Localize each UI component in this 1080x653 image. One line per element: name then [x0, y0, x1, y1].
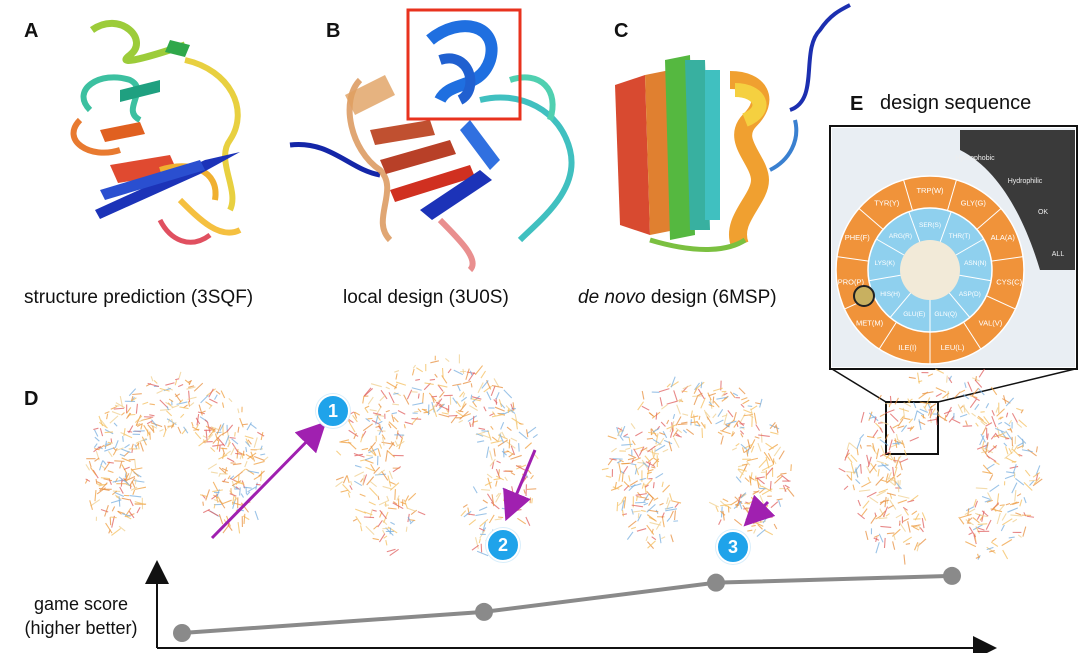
wheel-center	[900, 240, 960, 300]
score-point-2	[475, 602, 493, 621]
residue-option-outer[interactable]: LEU(L)	[941, 343, 965, 352]
wheel-sidebar	[960, 130, 1075, 270]
sidebar-option[interactable]: OK	[1038, 209, 1048, 216]
residue-option-outer[interactable]: TYR(Y)	[874, 199, 900, 208]
residue-option-inner[interactable]: ARG(R)	[889, 233, 912, 240]
panel-d-letter: D	[24, 388, 39, 410]
score-point-3	[707, 573, 725, 592]
residue-option-outer[interactable]: TRP(W)	[916, 186, 944, 195]
residue-option-outer[interactable]: VAL(V)	[979, 318, 1003, 327]
residue-option-outer[interactable]: PRO(P)	[838, 277, 865, 286]
selected-residue-icon[interactable]	[853, 285, 875, 307]
residue-option-inner[interactable]: ASN(N)	[964, 260, 986, 267]
step-badge-1: 1	[316, 394, 350, 428]
score-axis-label-line1: game score	[33, 594, 129, 614]
sidebar-option[interactable]: ALL	[1052, 251, 1065, 258]
score-axis-label: game score (higher better)	[6, 592, 156, 640]
panel-b-letter: B	[326, 20, 341, 42]
step-badge-3: 3	[716, 530, 750, 564]
protein-horseshoe-2	[335, 354, 539, 557]
residue-option-outer[interactable]: ILE(I)	[898, 343, 917, 352]
score-line	[181, 573, 953, 635]
residue-option-inner[interactable]: SER(S)	[919, 222, 941, 229]
panel-c-caption-italic: de novo	[578, 287, 646, 308]
residue-option-inner[interactable]: LYS(K)	[874, 260, 894, 267]
panel-e-letter: E	[850, 93, 864, 115]
protein-horseshoe-3	[601, 376, 795, 560]
protein-structure-c	[615, 3, 851, 252]
zoom-box	[885, 401, 939, 455]
step-3-arrow	[743, 494, 776, 527]
zoom-line-left	[831, 368, 887, 403]
residue-option-outer[interactable]: PHE(F)	[845, 233, 871, 242]
residue-option-inner[interactable]: GLN(Q)	[934, 311, 957, 318]
sidebar-option[interactable]: Hydrophilic	[1008, 178, 1043, 185]
residue-option-outer[interactable]: CYS(C)	[996, 277, 1022, 286]
score-series	[173, 566, 961, 642]
residue-option-inner[interactable]: GLU(E)	[903, 311, 925, 318]
design-sequence-panel: TRP(W) GLY(G) ALA(A) CYS(C) VAL(V) LEU(L) ILE(…	[829, 125, 1078, 370]
protein-horseshoe-1	[84, 371, 269, 536]
step-1-arrow	[210, 421, 327, 540]
panel-a-caption: structure prediction (3SQF)	[24, 287, 254, 308]
score-axis-label-line2: (higher better)	[24, 618, 138, 638]
residue-option-inner[interactable]: HIS(H)	[880, 291, 900, 298]
panel-b-caption: local design (3U0S)	[343, 287, 509, 308]
panel-a-letter: A	[24, 20, 39, 42]
design-progression-structures	[84, 354, 1043, 565]
score-point-1	[173, 624, 191, 642]
residue-option-outer[interactable]: MET(M)	[856, 318, 884, 327]
residue-option-outer[interactable]: ALA(A)	[991, 233, 1016, 242]
panel-c-letter: C	[614, 20, 629, 42]
step-badge-2: 2	[486, 528, 520, 562]
step-2-arrow	[503, 449, 537, 522]
local-design-highlight-box	[406, 8, 522, 121]
residue-option-outer[interactable]: GLY(G)	[961, 199, 987, 208]
panel-e-title: design sequence	[880, 92, 1032, 114]
residue-option-inner[interactable]: THR(T)	[949, 233, 971, 240]
protein-structure-b	[289, 20, 575, 273]
score-point-4	[943, 566, 961, 585]
protein-structure-a	[70, 19, 242, 245]
protein-horseshoe-4	[838, 368, 1043, 565]
panel-c-caption: de novo design (6MSP)	[578, 287, 777, 309]
residue-option-inner[interactable]: ASP(D)	[959, 291, 981, 298]
zoom-line-right	[937, 368, 1076, 403]
sidebar-option[interactable]: Hydrophobic	[955, 155, 995, 162]
panel-c-caption-rest: design (6MSP)	[645, 287, 777, 308]
